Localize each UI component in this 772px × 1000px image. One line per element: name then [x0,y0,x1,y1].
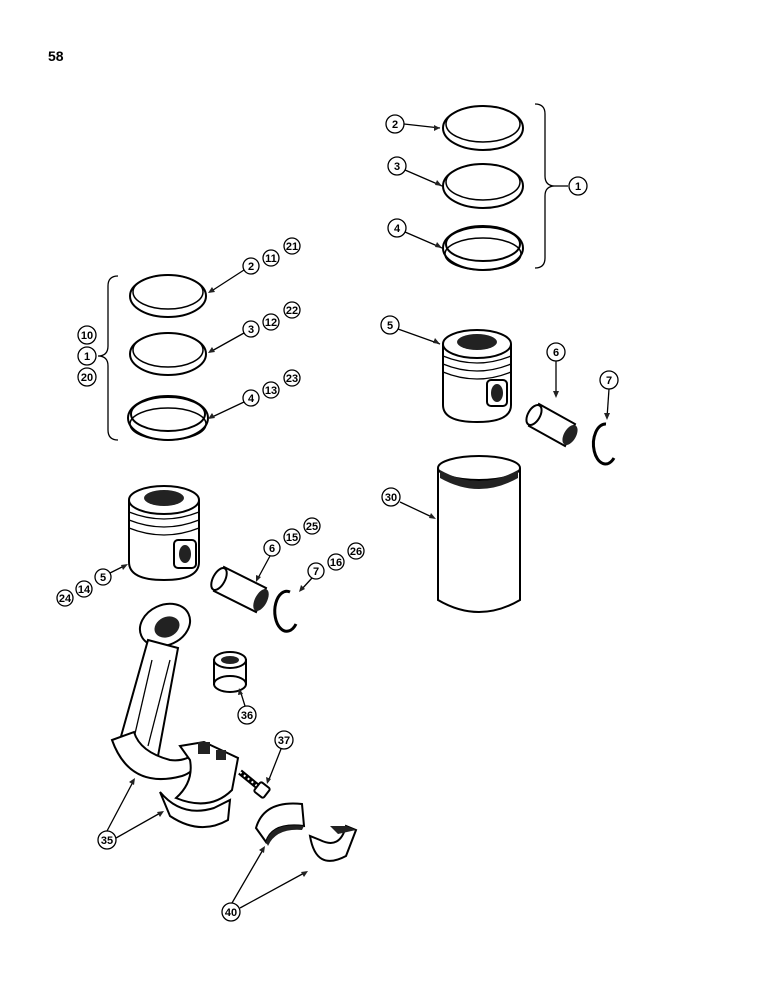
svg-text:35: 35 [101,835,113,847]
connecting-rod [110,602,240,829]
callout-l-ring-mid: 3 12 22 [208,301,301,353]
left-piston [128,485,200,582]
svg-text:24: 24 [59,593,72,605]
svg-text:1: 1 [575,181,581,193]
svg-text:7: 7 [313,566,319,578]
callout-l-pin: 6 15 25 [256,517,321,582]
left-ring-mid [129,332,207,376]
svg-text:11: 11 [265,253,277,265]
svg-text:4: 4 [248,393,255,405]
svg-text:30: 30 [385,492,397,504]
left-retaining-clip [273,589,298,633]
right-piston-pin [525,402,578,448]
svg-text:6: 6 [269,543,275,555]
callout-r-ring-bot: 4 [387,218,443,249]
piston-pin-bushing [213,651,247,693]
page-number: 58 [48,48,64,64]
callout-r-ring-mid: 3 [387,156,443,187]
svg-text:40: 40 [225,907,237,919]
callout-r-pin: 6 [546,342,566,398]
callout-r-ring-top: 2 [385,114,441,134]
right-ring-set-brace [534,103,556,269]
svg-text:4: 4 [394,223,401,235]
right-retaining-clip [591,422,616,466]
callout-l-ring-bot: 4 13 23 [208,369,301,419]
svg-text:5: 5 [387,320,393,332]
svg-text:12: 12 [265,317,277,329]
svg-text:3: 3 [248,324,254,336]
callout-bearing: 40 [221,846,308,922]
callout-r-piston: 5 [380,315,441,345]
svg-text:5: 5 [100,572,106,584]
svg-text:37: 37 [278,735,290,747]
svg-text:25: 25 [306,521,318,533]
callout-bolt: 37 [266,730,294,784]
svg-text:14: 14 [78,584,91,596]
svg-text:7: 7 [606,375,612,387]
cylinder-liner [437,455,521,613]
callout-l-clip: 7 16 26 [299,542,365,592]
left-ring-set-brace [97,275,119,441]
svg-text:2: 2 [392,119,398,131]
left-piston-pin [210,565,269,614]
right-ring-top [442,105,524,151]
rod-bearing-upper [254,802,306,846]
callout-r-clip: 7 [599,370,619,420]
connecting-rod-bolt [238,769,271,799]
right-ring-mid [442,163,524,209]
callout-bushing: 36 [237,688,257,725]
svg-text:10: 10 [81,330,93,342]
svg-text:3: 3 [394,161,400,173]
svg-text:36: 36 [241,710,253,722]
svg-text:26: 26 [350,546,362,558]
callout-l-ring-top: 2 11 21 [208,237,301,293]
left-ring-bottom [127,395,209,441]
svg-text:15: 15 [286,532,298,544]
right-piston [442,329,512,424]
svg-text:2: 2 [248,261,254,273]
svg-text:21: 21 [286,241,298,253]
callout-r-ring-set: 1 [568,176,588,196]
svg-text:22: 22 [286,305,298,317]
svg-text:1: 1 [84,351,90,363]
svg-text:20: 20 [81,372,93,384]
rod-bearing-lower [308,824,358,862]
callout-r-liner: 30 [381,487,436,519]
right-ring-bottom [442,225,524,271]
callout-rod: 35 [97,778,164,850]
svg-text:6: 6 [553,347,559,359]
svg-text:13: 13 [265,385,277,397]
left-ring-top [129,274,207,318]
callout-l-ring-set: 10 1 20 [77,325,97,387]
callout-l-piston: 24 14 5 [56,564,128,607]
svg-text:16: 16 [330,557,342,569]
svg-text:23: 23 [286,373,298,385]
